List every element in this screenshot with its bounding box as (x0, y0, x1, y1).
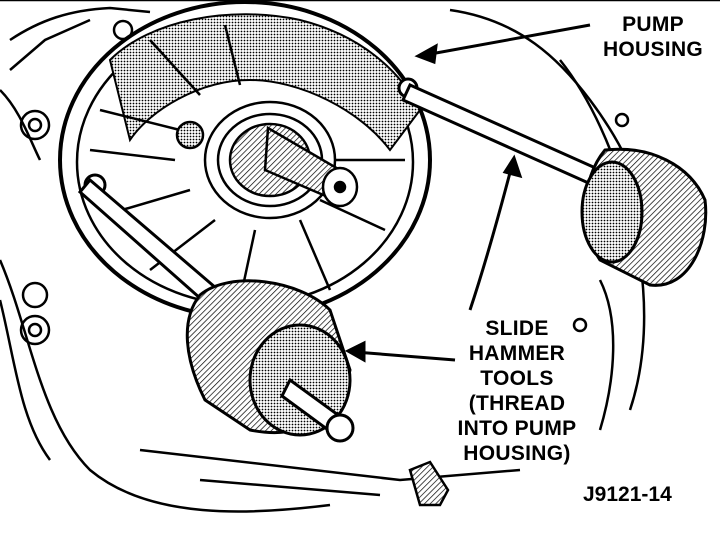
slide-hammer-label-line: SLIDE (485, 317, 549, 340)
slide-hammer-label: SLIDE HAMMER TOOLS (THREAD INTO PUMP HOU… (437, 316, 597, 466)
figure-id: J9121-14 (583, 483, 672, 506)
pump-housing-label: PUMP HOUSING (588, 12, 718, 62)
slide-hammer-label-line: HOUSING) (463, 442, 571, 465)
pump-housing-label-line: HOUSING (602, 38, 704, 61)
callout-arrows (344, 23, 591, 363)
input-shaft (175, 100, 359, 220)
slide-hammer-tool-upper (400, 83, 708, 287)
slide-hammer-label-line: HAMMER (468, 342, 566, 365)
slide-hammer-label-line: INTO PUMP (457, 417, 577, 440)
bolt (408, 460, 450, 507)
slide-hammer-label-line: TOOLS (480, 367, 554, 390)
slide-hammer-tool-lower (77, 177, 355, 443)
slide-hammer-label-line: (THREAD (468, 392, 566, 415)
pump-housing-label-line: PUMP (622, 13, 684, 36)
case-bolt-holes (19, 19, 630, 346)
